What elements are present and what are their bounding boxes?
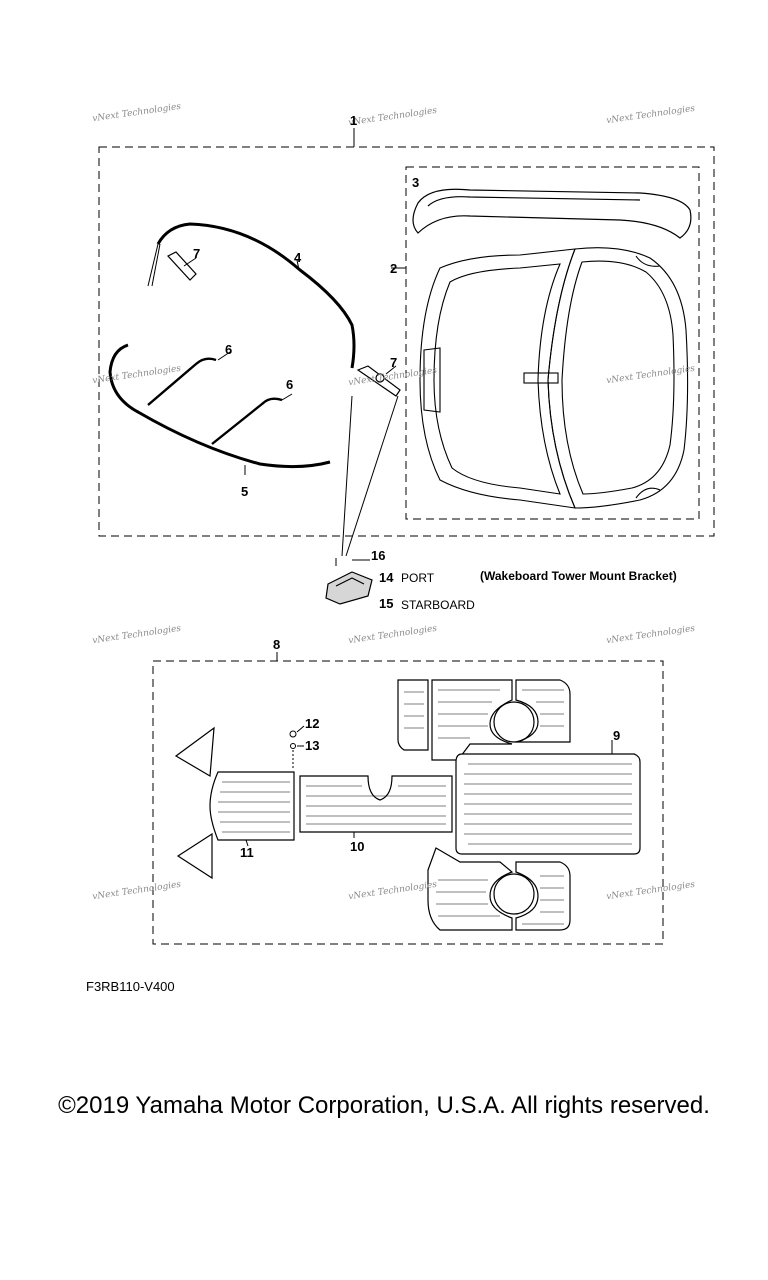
group-1-boundary: [98, 146, 715, 537]
callout-8: 8: [273, 637, 281, 652]
pad-lower-left: [427, 847, 514, 931]
callout-11: 11: [240, 845, 254, 860]
part-2-floor-mat: [419, 247, 689, 509]
group-2-boundary: [405, 166, 700, 520]
bracket-caption: (Wakeboard Tower Mount Bracket): [480, 569, 677, 583]
callout-1: 1: [350, 113, 358, 128]
callout-4: 4: [294, 250, 302, 265]
callout-9: 9: [613, 728, 621, 743]
part-8-deck-pads: [174, 679, 641, 931]
callout-7: 7: [390, 355, 398, 370]
callout-7: 7: [193, 246, 201, 261]
part-14-15-mount-bracket: [325, 571, 373, 605]
callout-10: 10: [350, 839, 365, 854]
port-label: PORT: [401, 571, 435, 585]
copyright-notice: ©2019 Yamaha Motor Corporation, U.S.A. A…: [58, 1092, 710, 1119]
callout-6: 6: [286, 377, 294, 392]
part-3-cushion: [412, 188, 692, 239]
callout-12: 12: [305, 716, 320, 731]
pad-10-front: [299, 775, 453, 833]
callout-16: 16: [371, 548, 386, 563]
part-5-lower-rail: [108, 343, 331, 469]
pad-triangle-top: [174, 726, 215, 778]
callout-15: 15: [379, 596, 394, 611]
pad-upper-center: [431, 679, 513, 761]
pad-upper-right: [515, 679, 571, 743]
pad-triangle-bottom: [176, 832, 213, 880]
part-12-13-fasteners: [245, 725, 613, 847]
callout-6: 6: [225, 342, 233, 357]
callout-5: 5: [241, 484, 249, 499]
pad-upper-left: [397, 679, 429, 751]
callout-2: 2: [390, 261, 398, 276]
group-8-boundary: [152, 660, 664, 945]
pad-11-bow: [209, 771, 295, 841]
pad-lower-right: [515, 861, 571, 931]
part-4-upper-rail: [156, 222, 356, 369]
diagram-code: F3RB110-V400: [86, 979, 175, 994]
starboard-label: STARBOARD: [401, 598, 475, 612]
callout-13: 13: [305, 738, 320, 753]
part-6-stanchions: [147, 357, 283, 445]
part-7-fittings: [167, 251, 401, 397]
callout-14: 14: [379, 570, 394, 585]
callout-3: 3: [412, 175, 420, 190]
